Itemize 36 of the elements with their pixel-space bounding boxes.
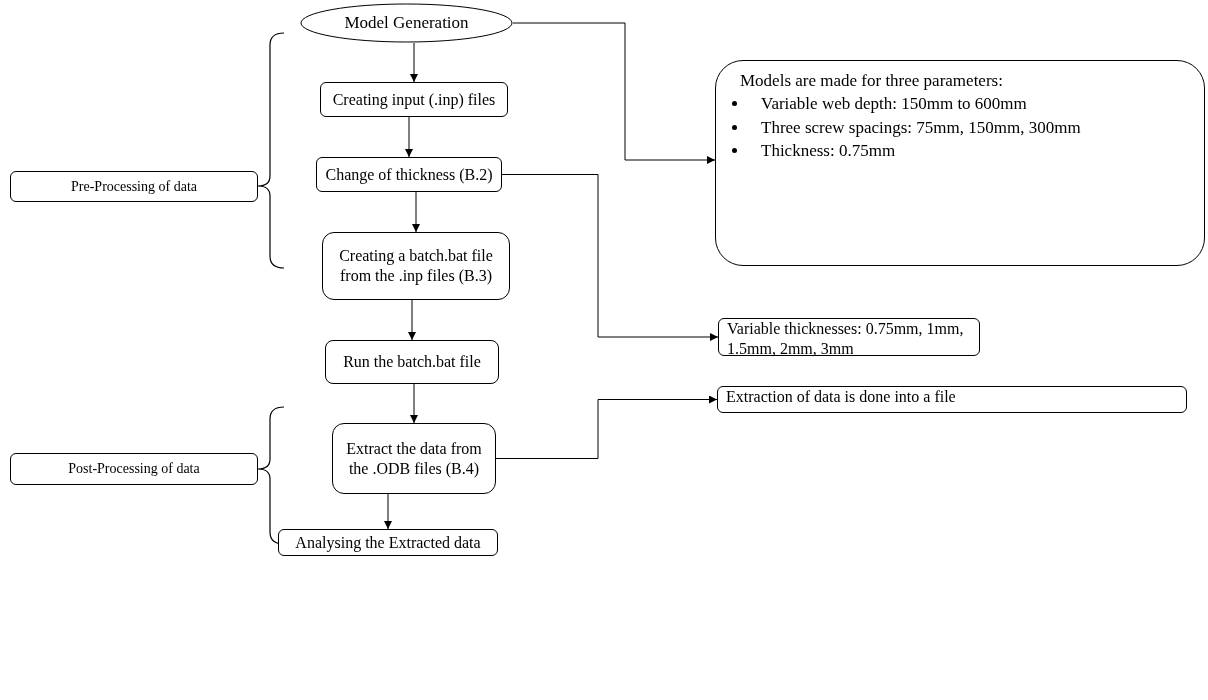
process-box <box>316 157 502 192</box>
arrow <box>412 191 420 233</box>
node-text: Extract the data from the .ODB files (B.4) <box>345 438 483 479</box>
note-box <box>718 318 980 356</box>
arrow <box>384 493 392 530</box>
arrow <box>410 383 418 424</box>
node-text: Creating a batch.bat file from the .inp files (B.3) <box>338 246 494 286</box>
bullet-item: Variable web depth: 150mm to 600mm <box>761 93 1028 116</box>
node-text: Post-Processing of data <box>67 460 201 478</box>
node-text: Change of thickness (B.2) <box>325 164 493 185</box>
node-text: Creating input (.inp) files <box>331 89 497 110</box>
arrow <box>405 116 413 158</box>
arrow <box>495 395 718 459</box>
process-box <box>332 423 496 494</box>
phase-label-box <box>10 171 258 202</box>
box-heading: Models are made for three parameters: <box>739 70 1004 92</box>
node-text: Extraction of data is done into a file <box>726 387 957 407</box>
arrow <box>410 42 418 83</box>
node-text: Pre-Processing of data <box>70 177 198 196</box>
start-ellipse <box>300 3 513 43</box>
parameter-box <box>715 60 1205 266</box>
node-text: Analysing the Extracted data <box>294 532 482 553</box>
bullet-item: Three screw spacings: 75mm, 150mm, 300mm <box>761 116 1082 139</box>
arrow <box>512 22 716 164</box>
node-text: Run the batch.bat file <box>342 352 482 372</box>
phase-label-box <box>10 453 258 485</box>
node-text: Model Generation <box>344 12 469 34</box>
node-text: Variable thicknesses: 0.75mm, 1mm, 1.5mm, 2mm, 3mm <box>727 319 965 359</box>
note-box <box>717 386 1187 413</box>
process-box <box>320 82 508 117</box>
process-box <box>278 529 498 556</box>
process-box <box>325 340 499 384</box>
arrow <box>408 299 416 341</box>
arrow <box>501 174 719 341</box>
bullet-item: Thickness: 0.75mm <box>761 140 897 163</box>
process-box <box>322 232 510 300</box>
